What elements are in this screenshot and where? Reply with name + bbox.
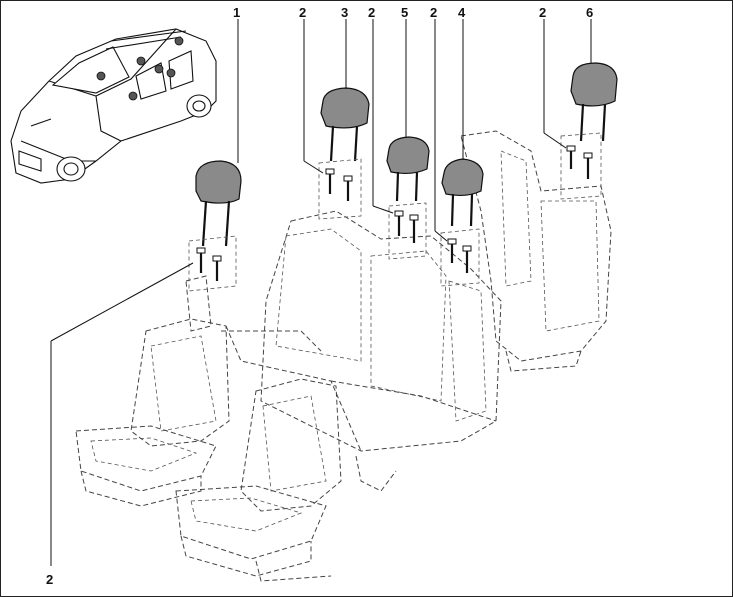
callout-5: 5 <box>401 5 408 20</box>
front-right-seat <box>175 378 342 582</box>
headrest-3 <box>320 87 370 162</box>
headrest-1 <box>195 160 242 247</box>
callout-6: 6 <box>586 5 593 20</box>
headrest-5-guides <box>388 202 427 260</box>
headrest-6-guides <box>560 132 602 200</box>
headrest-3-guides <box>318 158 362 220</box>
leader-lines <box>50 19 592 566</box>
callout-labels: 1 2 3 2 5 2 4 2 6 2 <box>46 5 593 587</box>
callout-2-c: 2 <box>430 5 437 20</box>
second-row-bench <box>221 210 502 492</box>
callout-2-e: 2 <box>46 572 53 587</box>
callout-2-b: 2 <box>368 5 375 20</box>
callout-4: 4 <box>458 5 466 20</box>
headrest-5 <box>386 136 430 202</box>
callout-1: 1 <box>233 5 240 20</box>
callout-2-d: 2 <box>539 5 546 20</box>
headrest-4 <box>441 158 484 227</box>
third-row-seat <box>460 130 612 372</box>
callout-3: 3 <box>341 5 348 20</box>
callout-2-a: 2 <box>299 5 306 20</box>
headrest-1-guides <box>188 235 237 292</box>
headrest-6 <box>570 62 618 142</box>
headrest-4-guides <box>440 228 480 287</box>
front-left-seat <box>75 275 230 507</box>
vehicle-location-icon <box>10 28 217 184</box>
